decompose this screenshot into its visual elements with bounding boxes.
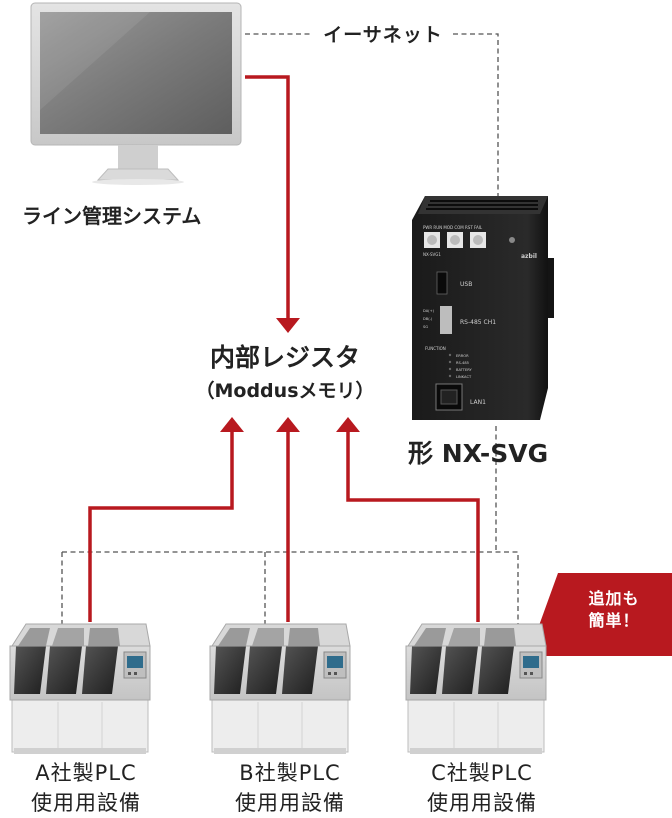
status-label: ERROR	[456, 354, 469, 358]
arrow-up-c	[336, 417, 360, 432]
switch-label: DB(-)	[423, 317, 433, 321]
plc-c-name: C社製PLC	[431, 761, 533, 785]
lan-print: LAN1	[470, 399, 486, 406]
plc-c-label: C社製PLC 使用用設備	[396, 758, 568, 818]
arrow-up-b	[276, 417, 300, 432]
plc-a-label: A社製PLC 使用用設備	[0, 758, 172, 818]
ethernet-label: イーサネット	[313, 20, 453, 50]
badge-line-2: 簡単！	[588, 611, 640, 630]
led-labels: PWR RUN MOD COM RST FAIL	[423, 225, 483, 230]
status-label: BATTERY	[456, 368, 473, 372]
badge-text: 追加も 簡単！	[566, 588, 662, 632]
plc-b-label: B社製PLC 使用用設備	[204, 758, 376, 818]
switch-labels: DA(+) DB(-) SG	[423, 309, 435, 329]
badge-shape	[528, 573, 672, 656]
usb-print: USB	[460, 281, 472, 288]
plc-a-usage: 使用用設備	[31, 791, 141, 815]
arrow-up-a	[220, 417, 244, 432]
rs485-print: RS-485 CH1	[460, 319, 496, 326]
ethernet-network-lines	[61, 33, 519, 628]
status-label: RS-485	[456, 361, 469, 365]
device-label: 形 NX-SVG	[408, 439, 549, 468]
plc-b-machine-icon	[209, 623, 351, 755]
register-subtitle: （Moddusメモリ）	[195, 380, 375, 402]
badge-line-1: 追加も	[588, 589, 640, 608]
function-print: FUNCTION	[425, 346, 446, 351]
switch-label: SG	[423, 325, 428, 329]
register-signal-lines	[88, 75, 480, 622]
brand-print: azbil	[521, 253, 537, 260]
plc-a-machine-icon	[9, 623, 151, 755]
nx-svg-panel-labels: PWR RUN MOD COM RST FAIL NX-SVG1 azbil U…	[423, 225, 537, 406]
register-title: 内部レジスタ	[209, 343, 360, 372]
plc-a-name: A社製PLC	[35, 761, 137, 785]
line-system-label: ライン管理システム	[22, 204, 202, 228]
plc-b-usage: 使用用設備	[235, 791, 345, 815]
arrow-down-to-register	[276, 318, 300, 333]
switch-label: DA(+)	[423, 309, 435, 313]
plc-c-usage: 使用用設備	[427, 791, 537, 815]
nx-svg-device-icon	[412, 196, 554, 420]
status-label: LINKACT	[456, 375, 472, 379]
register-arrowheads	[220, 318, 360, 432]
plc-c-machine-icon	[405, 623, 547, 755]
plc-b-name: B社製PLC	[239, 761, 341, 785]
model-print: NX-SVG1	[423, 252, 441, 257]
monitor-icon	[30, 2, 242, 185]
